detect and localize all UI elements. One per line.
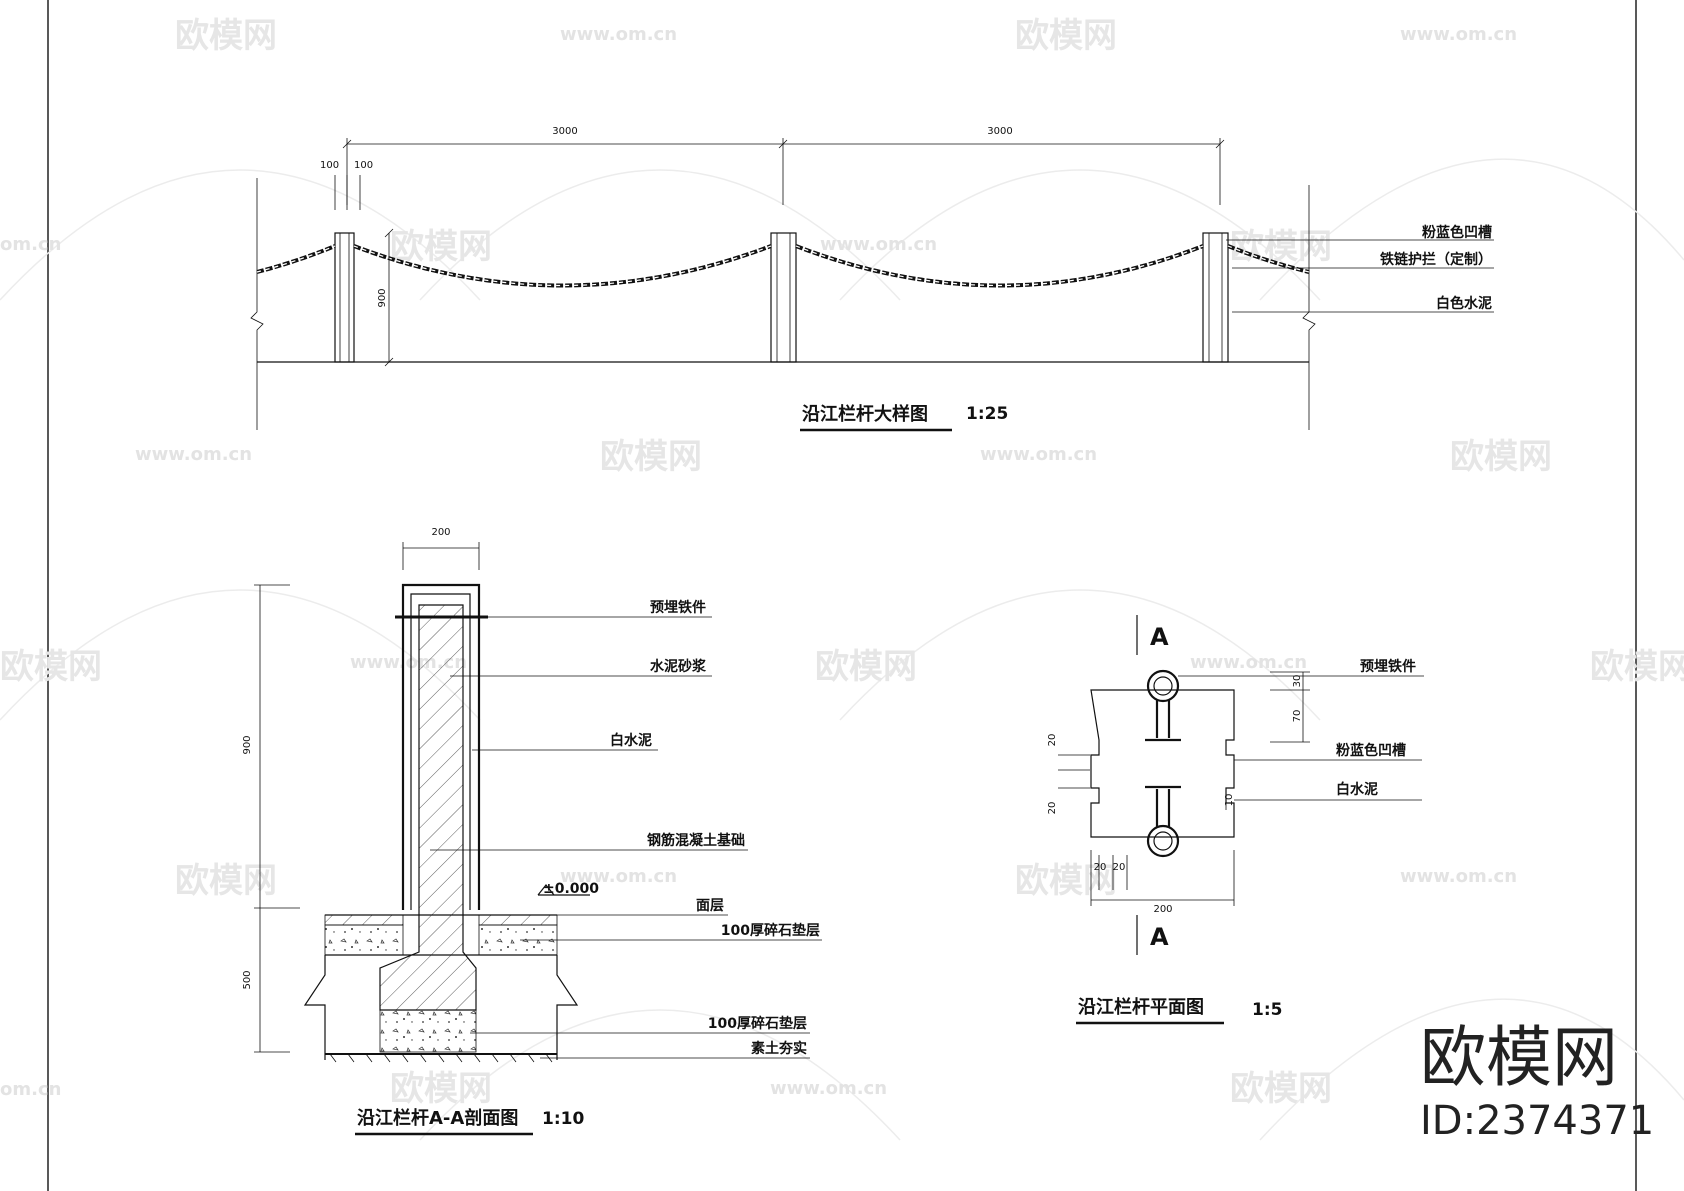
section-title: 沿江栏杆A-A剖面图 [357, 1107, 518, 1129]
ground-layers-right [478, 914, 579, 1060]
watermark-layer: 欧模网 www.om.cn 欧模网 www.om.cn om.cn 欧模网 ww… [0, 16, 1684, 1141]
elevation-break-left [250, 178, 264, 430]
dim-section-width: 200 [431, 527, 450, 538]
watermark-url-11: om.cn [0, 1079, 61, 1100]
plan-right-dimension [1270, 671, 1310, 743]
dim-section-foundation: 500 [242, 970, 253, 989]
watermark-logo-4: 欧模网 [1230, 227, 1332, 267]
label-compacted-soil: 素土夯实 [751, 1040, 807, 1057]
dim-post-b: 100 [354, 160, 373, 171]
watermark-logo-6: 欧模网 [1450, 437, 1552, 477]
post-inner-shell [410, 593, 471, 910]
watermark-url-9: www.om.cn [560, 866, 677, 887]
watermark-url-5: www.om.cn [135, 444, 252, 465]
plan-bottom-dimension [1090, 790, 1235, 906]
watermark-url-4: www.om.cn [820, 234, 937, 255]
watermark-url-1: www.om.cn [560, 24, 677, 45]
rail-post-2 [770, 232, 797, 363]
plan-scale: 1:5 [1252, 1000, 1282, 1020]
plan-title: 沿江栏杆平面图 [1078, 996, 1204, 1018]
watermark-url-12: www.om.cn [770, 1078, 887, 1099]
watermark-url-8: www.om.cn [1190, 652, 1307, 673]
dim-section-height: 900 [242, 735, 253, 754]
dim-plan-20b: 20 [1047, 802, 1058, 815]
section-view: 200 900 500 ±0.000 预埋铁件 水泥砂浆 白水泥 钢筋混凝土基础… [242, 527, 822, 1136]
label-chain-guardrail: 铁链护拦（定制） [1380, 251, 1492, 268]
dim-plan-20c: 20 [1094, 862, 1107, 873]
watermark-url-10: www.om.cn [1400, 866, 1517, 887]
ground-layers-left [303, 914, 404, 1060]
plan-label-embedded-iron: 预埋铁件 [1360, 658, 1416, 675]
label-embedded-iron: 预埋铁件 [650, 599, 706, 616]
dim-plan-70: 70 [1292, 710, 1303, 723]
section-width-dimension [402, 542, 480, 570]
watermark-logo-10: 欧模网 [175, 861, 277, 901]
level-marker-icon [537, 884, 590, 896]
compacted-soil-hatch [329, 1053, 553, 1063]
watermark-url-2: www.om.cn [1400, 24, 1517, 45]
elevation-break-right [1302, 185, 1316, 430]
watermark-logo-2: 欧模网 [1015, 16, 1117, 56]
plan-label-blue-groove: 粉蓝色凹槽 [1336, 742, 1406, 759]
plan-post-outline [1090, 689, 1235, 838]
brand-name: 欧模网 [1420, 1019, 1618, 1096]
watermark-url-6: www.om.cn [980, 444, 1097, 465]
dim-elevation-height: 900 [377, 288, 388, 307]
elevation-view: 3000 3000 100 100 900 粉蓝色凹槽 铁链护拦（定制） 白色水… [250, 126, 1494, 432]
dim-span-right: 3000 [987, 126, 1012, 137]
label-rc-foundation: 钢筋混凝土基础 [647, 832, 745, 849]
brand-id: ID:2374371 [1420, 1098, 1654, 1144]
section-scale: 1:10 [542, 1109, 584, 1129]
watermark-logo-13: 欧模网 [1230, 1069, 1332, 1109]
footing-gravel-layer [379, 1009, 477, 1053]
dim-plan-width: 200 [1153, 904, 1172, 915]
dim-span-left: 3000 [552, 126, 577, 137]
plan-left-dimension [1058, 754, 1090, 789]
elevation-title: 沿江栏杆大样图 [802, 403, 928, 425]
dim-plan-20a: 20 [1047, 734, 1058, 747]
label-surface-layer: 面层 [696, 898, 724, 914]
post-thickness-dimension [334, 175, 361, 210]
elevation-span-dimension [342, 138, 1225, 205]
dim-plan-20d: 20 [1113, 862, 1126, 873]
watermark-logo-11: 欧模网 [1015, 861, 1117, 901]
label-gravel-top: 100厚碎石垫层 [721, 922, 820, 939]
dim-post-a: 100 [320, 160, 339, 171]
level-text: ±0.000 [543, 881, 599, 897]
post-outer-shell [401, 583, 481, 910]
section-mark-bottom-letter: A [1150, 923, 1169, 951]
section-mark-top-letter: A [1150, 623, 1169, 651]
rail-post-3 [1202, 232, 1229, 363]
dim-plan-10: 10 [1224, 794, 1235, 807]
watermark-logo-9: 欧模网 [1590, 647, 1684, 687]
watermark-logo-12: 欧模网 [390, 1069, 492, 1109]
chain-guardrail [256, 244, 1310, 288]
elevation-scale: 1:25 [966, 404, 1008, 424]
elevation-height-dimension [384, 228, 394, 367]
label-white-cement-section: 白水泥 [610, 732, 652, 749]
plan-view: A A 30 70 20 20 [1047, 615, 1424, 1025]
rail-post-1 [334, 232, 355, 363]
watermark-url-3: om.cn [0, 234, 61, 255]
label-gravel-bottom: 100厚碎石垫层 [708, 1015, 807, 1032]
watermark-logo-1: 欧模网 [175, 16, 277, 56]
watermark-logo-3: 欧模网 [390, 227, 492, 267]
label-cement-mortar: 水泥砂浆 [650, 658, 707, 675]
watermark-logo-5: 欧模网 [600, 437, 702, 477]
label-white-cement: 白色水泥 [1436, 295, 1492, 312]
watermark-logo-8: 欧模网 [815, 647, 917, 687]
plan-embedded-iron-top [1145, 669, 1181, 742]
plan-embedded-iron-bottom [1145, 785, 1181, 858]
watermark-logo-7: 欧模网 [0, 647, 102, 687]
plan-label-white-cement: 白水泥 [1336, 781, 1378, 798]
label-blue-groove: 粉蓝色凹槽 [1422, 224, 1492, 241]
section-height-dimension [254, 584, 300, 1053]
dim-plan-30: 30 [1292, 675, 1303, 688]
